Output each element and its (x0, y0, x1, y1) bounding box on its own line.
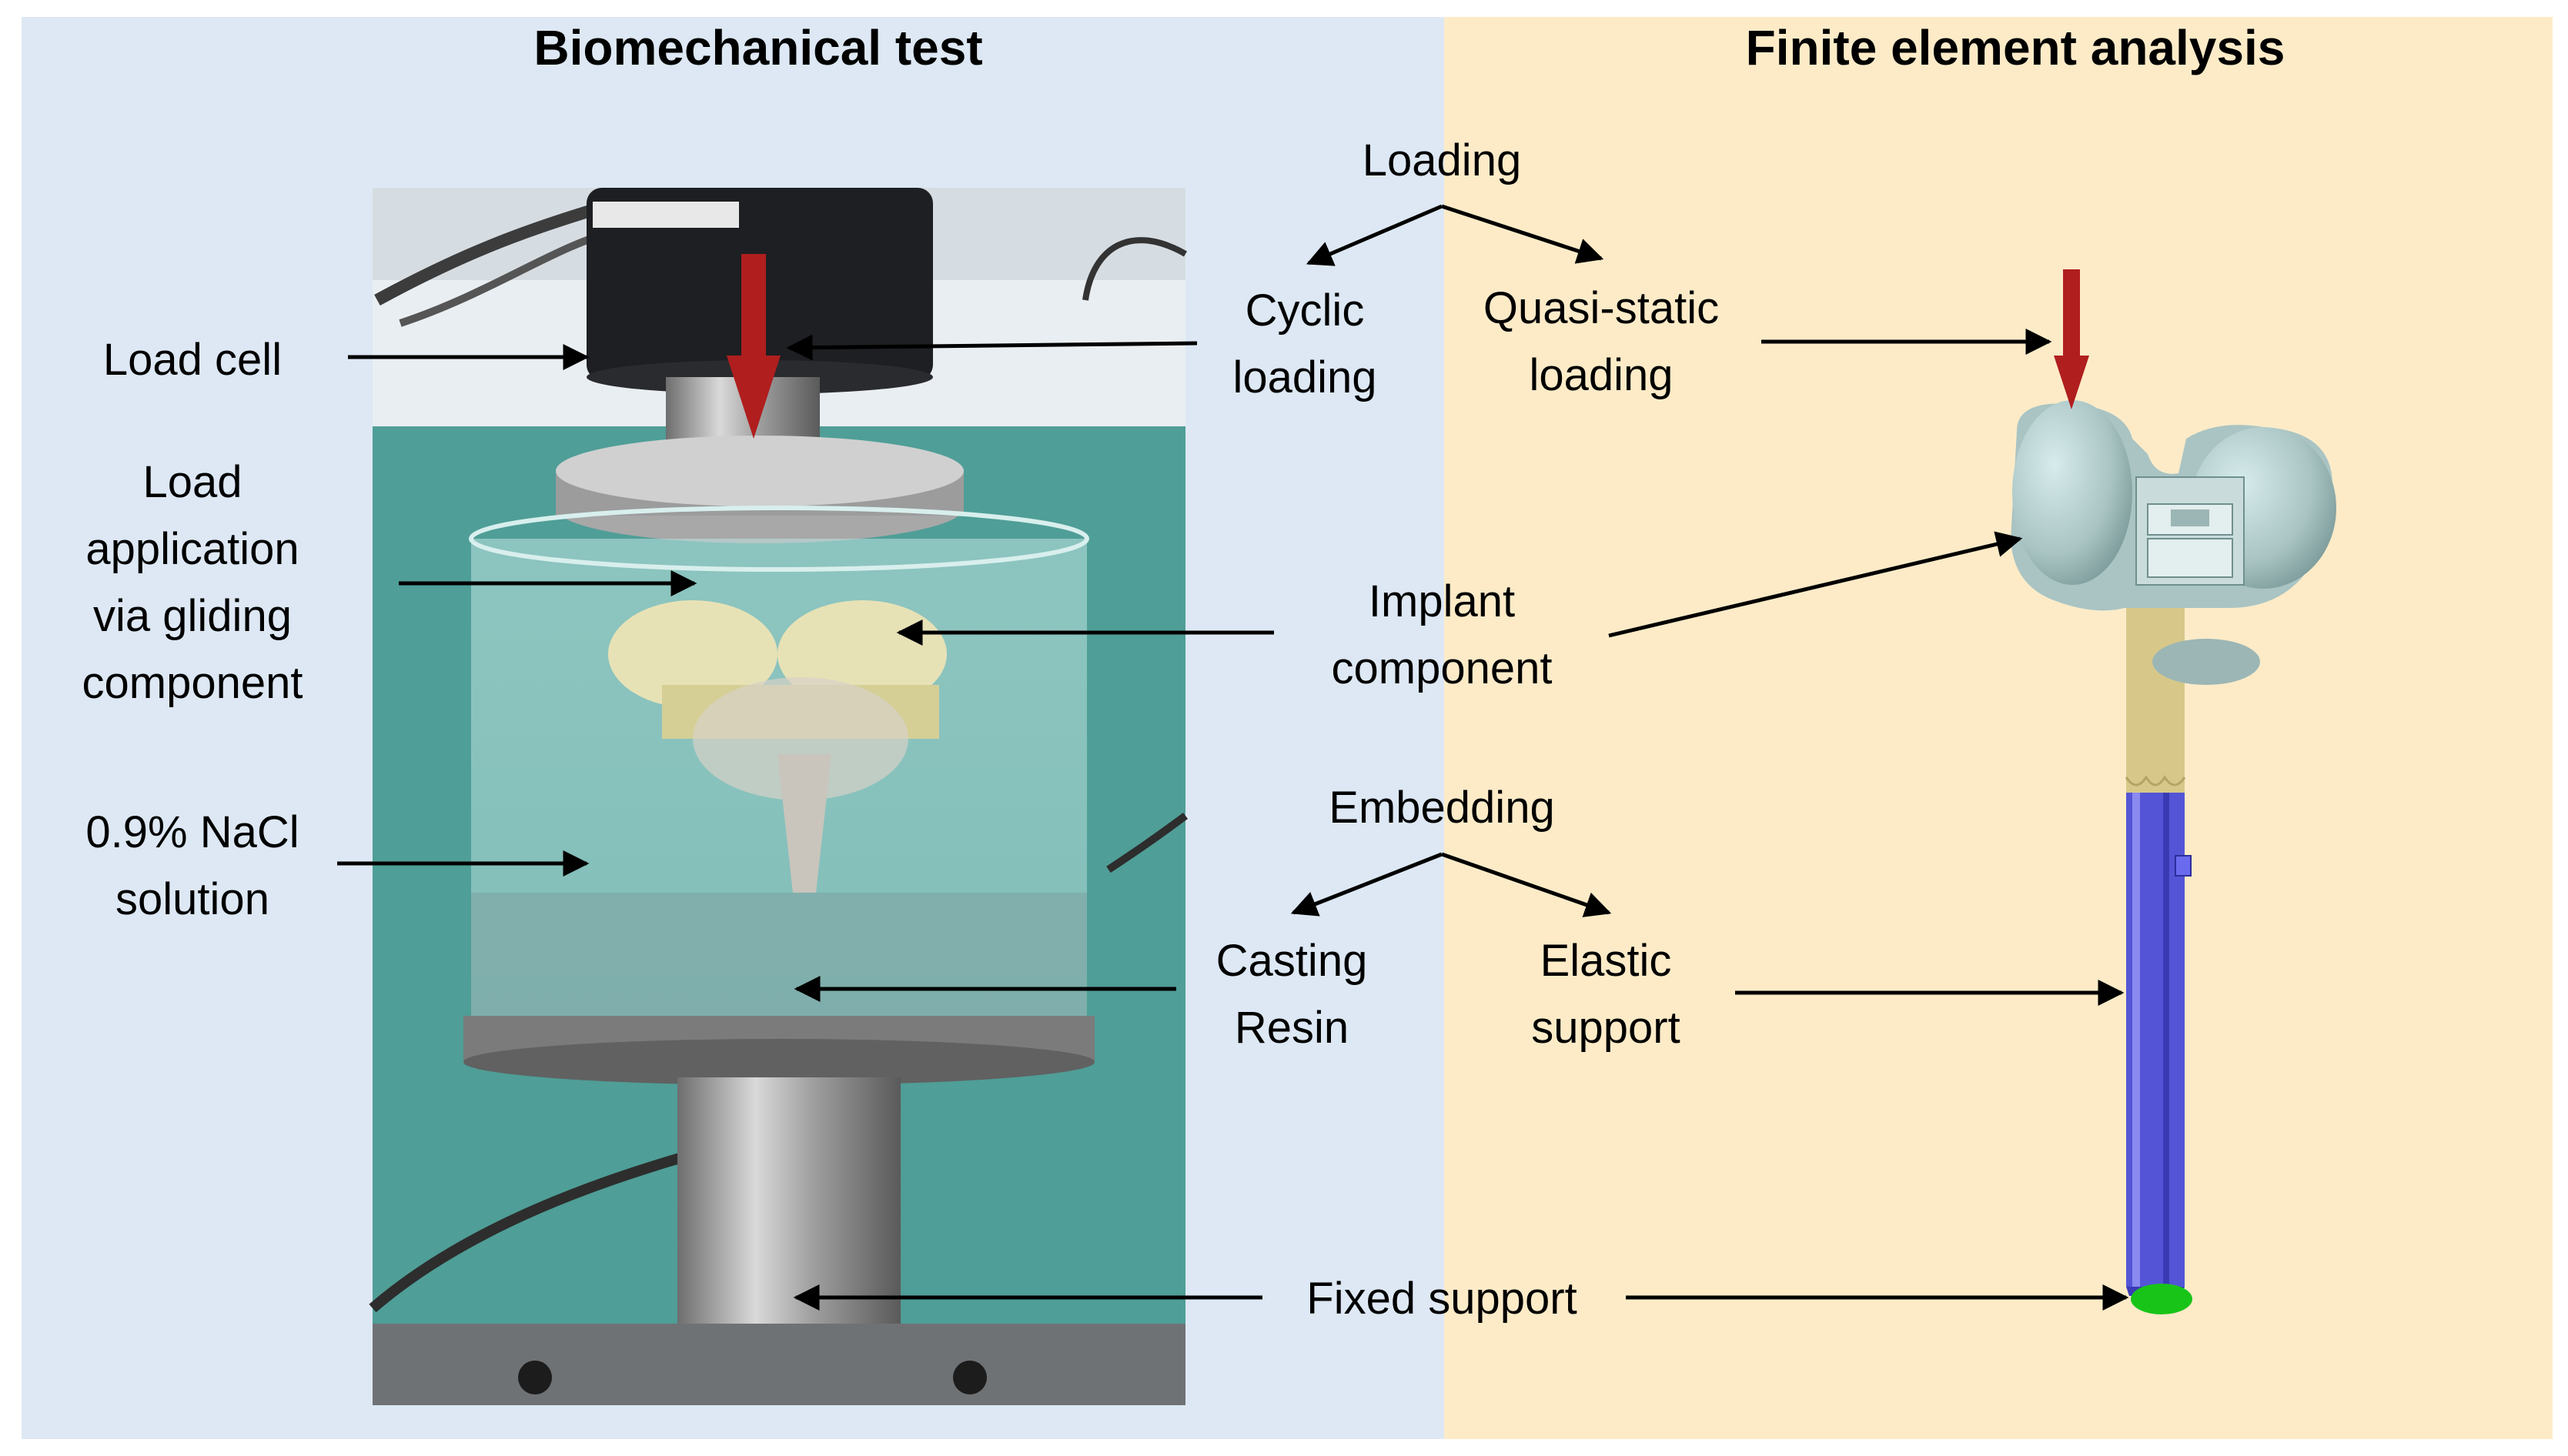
test-setup-photo (369, 188, 1188, 1405)
label-implant-1: Implant (1369, 576, 1515, 626)
label-load-cell: Load cell (103, 335, 282, 385)
label-casting-2: Resin (1235, 1003, 1349, 1053)
fixed-support-marker (2131, 1284, 2192, 1314)
arrow-embedding-to-casting (1290, 852, 1443, 917)
arrow-loading-to-quasi (1441, 204, 1604, 264)
arrow-cyclic-to-photo (786, 334, 1198, 361)
right-panel-background (1444, 17, 2553, 1439)
label-load-application-4: component (82, 658, 303, 708)
label-load-application-3: via gliding (93, 591, 292, 641)
arrows (337, 204, 2129, 1311)
load-arrow-photo (727, 254, 781, 439)
label-quasi-static-2: loading (1529, 350, 1673, 400)
arrow-implant-to-fe (1608, 531, 2023, 638)
title-finite-element-analysis: Finite element analysis (1746, 20, 2285, 75)
label-elastic-1: Elastic (1540, 936, 1672, 986)
label-elastic-2: support (1531, 1003, 1680, 1053)
label-implant-2: component (1332, 643, 1553, 693)
label-casting-1: Casting (1216, 936, 1368, 986)
label-loading: Loading (1363, 135, 1521, 185)
label-load-application-1: Load (142, 457, 242, 507)
label-load-application-2: application (85, 524, 299, 574)
label-fixed-support: Fixed support (1306, 1274, 1577, 1324)
fe-model (2011, 269, 2336, 1314)
arrow-loading-to-cyclic (1306, 204, 1443, 266)
label-cyclic-2: loading (1232, 352, 1376, 402)
arrow-embedding-to-elastic (1441, 852, 1612, 917)
label-quasi-static-1: Quasi-static (1483, 283, 1719, 333)
label-cyclic-1: Cyclic (1246, 286, 1365, 336)
load-arrow-fe (2054, 269, 2089, 409)
label-nacl-1: 0.9% NaCl (85, 807, 299, 857)
label-embedding: Embedding (1329, 783, 1554, 833)
label-nacl-2: solution (115, 874, 269, 924)
title-biomechanical-test: Biomechanical test (533, 20, 982, 75)
